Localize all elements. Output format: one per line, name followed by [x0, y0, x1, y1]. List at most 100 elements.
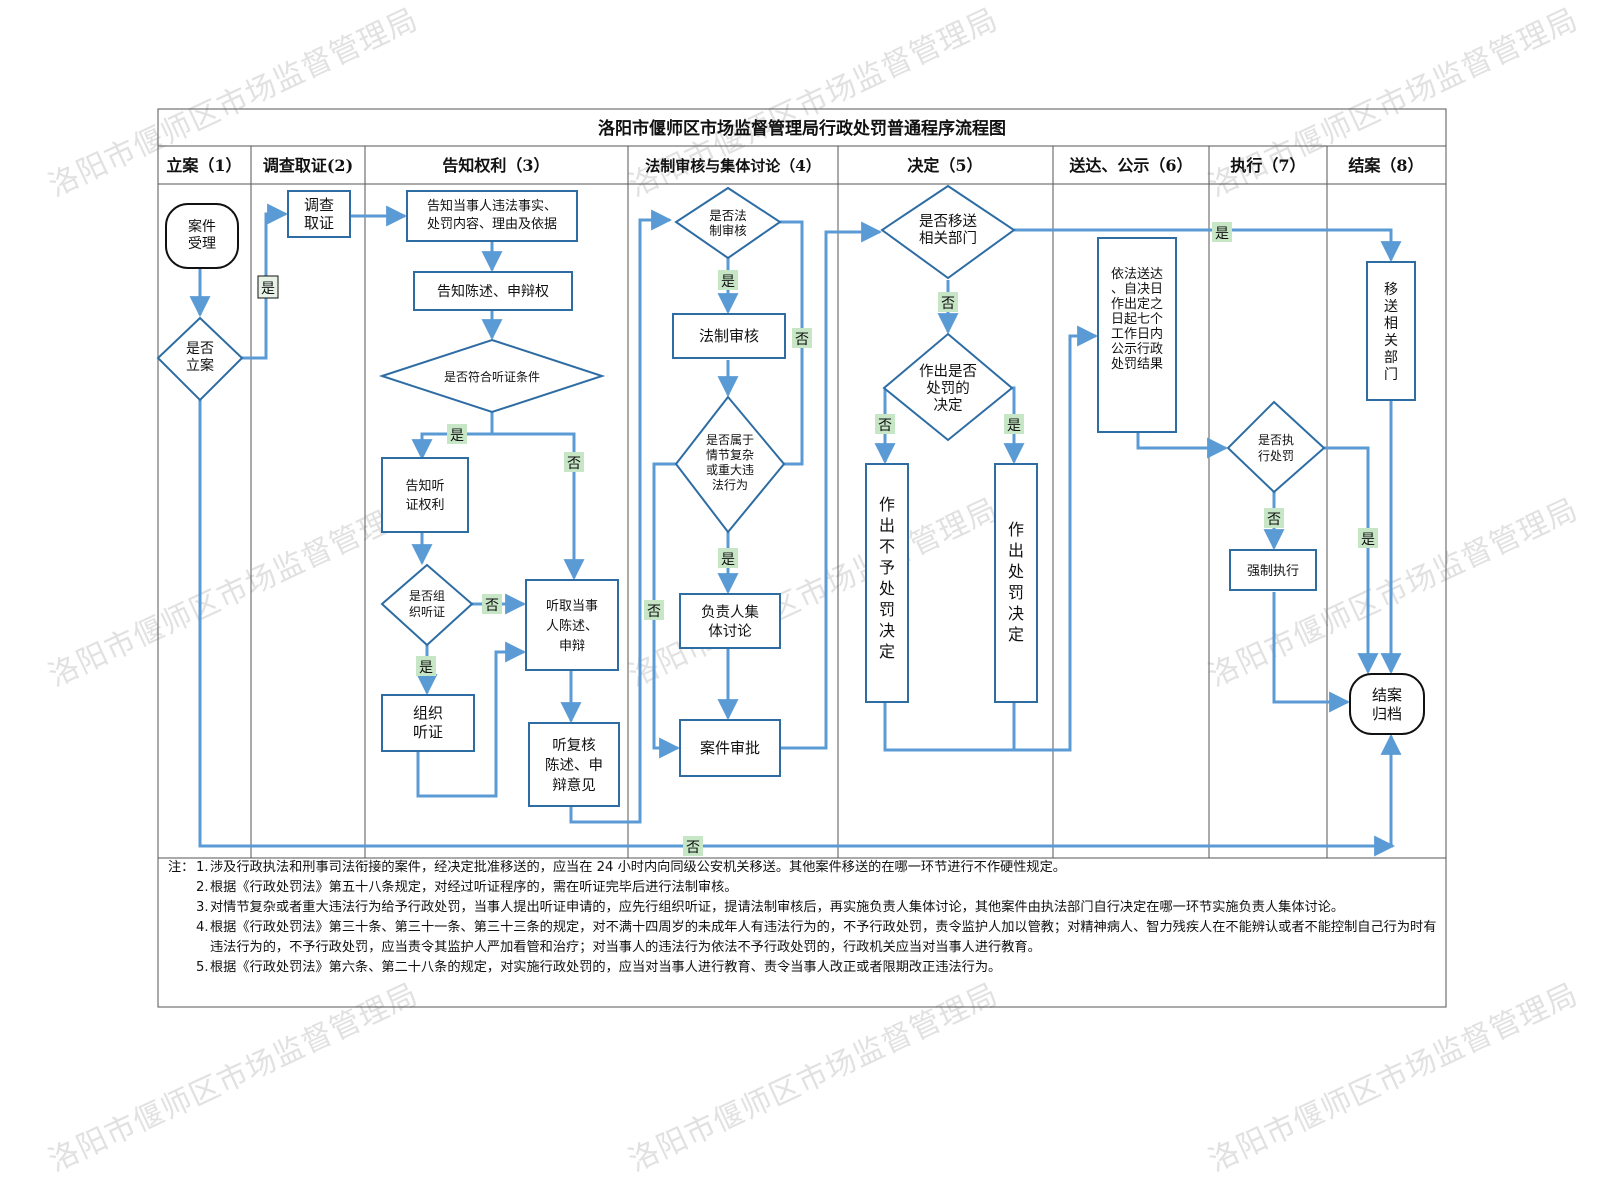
svg-text:否: 否	[686, 840, 700, 856]
svg-text:是: 是	[419, 660, 433, 676]
node-no-penalty: 作出不予处罚决定	[879, 495, 895, 661]
svg-text:否: 否	[567, 456, 581, 472]
node-penalty-decision: 作出处罚决定	[1008, 520, 1024, 644]
node-notify-defense-shape	[413, 271, 573, 311]
edge-label-legal-yes: 是	[718, 270, 738, 290]
edge-label-hearing-yes: 是	[447, 424, 467, 444]
column-header-register: 立案（1）	[166, 156, 241, 175]
node-organize-hearing-shape	[381, 694, 475, 752]
column-header-decision: 决定（5）	[907, 156, 982, 175]
node-notify-defense: 告知陈述、申辩权	[437, 283, 549, 300]
note-item: 4. 根据《行政处罚法》第三十条、第三十一条、第三十三条的规定，对不满十四周岁的…	[196, 920, 1437, 955]
node-review-statement-shape	[528, 722, 620, 807]
node-enforce-shape	[1229, 549, 1317, 591]
note-prefix: 注：	[168, 860, 195, 875]
node-execute-q-shape	[1226, 400, 1326, 494]
notes: 注： 1. 涉及行政执法和刑事司法衔接的案件，经决定批准移送的，应当在 24 小…	[168, 858, 1446, 978]
arrow-approval-to-transfer	[780, 221, 883, 750]
nodes	[156, 184, 1425, 807]
arrow-hearing-no	[492, 432, 585, 581]
arrow-transfer-yes	[1014, 228, 1402, 263]
column-header-deliver: 送达、公示（6）	[1068, 156, 1192, 175]
node-legal-q: 是否法制审核	[709, 208, 747, 238]
edge-label-penalty-yes: 是	[1004, 414, 1024, 434]
svg-text:是: 是	[721, 552, 735, 568]
svg-text:否: 否	[647, 604, 661, 620]
svg-text:是: 是	[1361, 532, 1375, 548]
edge-label-legal-no: 否	[792, 328, 812, 348]
node-discussion-shape	[679, 593, 781, 649]
edge-labels: 是 否 是 否 否 是 是 否 是 否 是 否 否 是 否 是	[257, 222, 1378, 856]
svg-text:是: 是	[261, 281, 275, 297]
node-complex-q-shape	[674, 395, 786, 534]
connectors	[189, 203, 1402, 857]
node-complex-q: 是否属于情节复杂或重大违法行为	[706, 433, 754, 492]
node-execute-q: 是否执行处罚	[1258, 433, 1294, 463]
column-headers: 立案（1） 调查取证(2) 告知权利（3） 法制审核与集体讨论（4） 决定（5）…	[166, 156, 1423, 175]
frame	[157, 108, 1447, 1008]
node-listen-statement-shape	[525, 579, 619, 671]
node-legal-q-shape	[674, 186, 782, 260]
edge-label-complex-yes: 是	[718, 548, 738, 568]
arrow-decisions-to-deliver	[883, 325, 1099, 752]
node-legal-review: 法制审核	[699, 327, 759, 345]
svg-text:否: 否	[485, 598, 499, 614]
node-labels: 案件受理 是否立案 调查取证 告知当事人违法事实、处罚内容、理由及依据 告知陈述…	[186, 196, 1402, 794]
svg-text:是: 是	[1007, 418, 1021, 434]
edge-label-register-yes: 是	[257, 275, 279, 299]
note-item: 3. 对情节复杂或者重大违法行为给予行政处罚，当事人提出听证申请的，应先行组织听…	[196, 900, 1345, 915]
edge-label-organize-no: 否	[482, 594, 502, 614]
chart-title: 洛阳市偃师区市场监督管理局行政处罚普通程序流程图	[598, 118, 1006, 139]
column-header-close: 结案（8）	[1347, 156, 1423, 175]
svg-text:否: 否	[878, 418, 892, 434]
flowchart: 洛阳市偃师区市场监督管理局行政处罚普通程序流程图 立案（1） 调查取证(2) 告…	[156, 108, 1447, 1008]
node-organize-hearing: 组织听证	[413, 704, 443, 741]
node-is-register: 是否立案	[186, 341, 214, 374]
arrow-register-no	[198, 400, 1396, 857]
edge-label-transfer-no: 否	[938, 292, 958, 312]
node-hearing-condition: 是否符合听证条件	[444, 369, 540, 384]
node-enforce: 强制执行	[1247, 564, 1299, 579]
node-deliver: 依法送达、自决日作出定之日起七个工作日内公示行政处罚结果	[1111, 267, 1163, 372]
edge-label-execute-yes: 是	[1358, 528, 1378, 548]
arrow-hearing-yes	[411, 432, 492, 461]
arrow-organize-back	[416, 641, 527, 798]
node-transfer-dept: 移送相关部门	[1384, 282, 1398, 383]
node-investigate-shape	[287, 190, 351, 238]
node-discussion: 负责人集体讨论	[701, 604, 759, 640]
node-penalty-q-shape	[882, 332, 1014, 442]
note-item: 注： 1. 涉及行政执法和刑事司法衔接的案件，经决定批准移送的，应当在 24 小…	[168, 858, 1446, 878]
node-no-penalty-shape	[865, 463, 909, 703]
column-header-review: 法制审核与集体讨论（4）	[645, 157, 820, 175]
node-deliver-shape	[1097, 237, 1177, 433]
svg-text:是: 是	[721, 274, 735, 290]
edge-label-execute-no: 否	[1264, 508, 1284, 528]
node-notify-facts: 告知当事人违法事实、处罚内容、理由及依据	[427, 198, 557, 232]
node-notify-facts-shape	[406, 190, 578, 242]
column-header-investigate: 调查取证(2)	[263, 156, 353, 175]
edge-label-register-no: 否	[683, 836, 703, 856]
edge-label-penalty-no: 否	[875, 414, 895, 434]
node-organize-q: 是否组织听证	[409, 589, 445, 619]
node-case-accept-shape	[165, 203, 239, 269]
node-hearing-condition-shape	[378, 338, 606, 414]
node-listen-statement: 听取当事人陈述、申辩	[546, 599, 598, 654]
node-legal-review-shape	[672, 313, 786, 359]
svg-text:是: 是	[1215, 226, 1229, 242]
node-transfer-q-shape	[880, 184, 1016, 280]
arrow-review-to-legal	[569, 209, 673, 824]
node-transfer-dept-shape	[1366, 261, 1416, 401]
edge-label-hearing-no: 否	[564, 452, 584, 472]
note-item: 2. 根据《行政处罚法》第五十八条规定，对经过听证程序的，需在听证完毕后进行法制…	[196, 880, 738, 895]
svg-text:否: 否	[1267, 512, 1281, 528]
node-close: 结案归档	[1372, 686, 1402, 723]
node-notify-hearing: 告知听证权利	[405, 478, 444, 513]
node-is-register-shape	[156, 316, 244, 402]
column-header-execute: 执行（7）	[1230, 156, 1305, 175]
edge-label-complex-no: 否	[644, 600, 664, 620]
node-close-shape	[1349, 673, 1425, 735]
column-header-notify: 告知权利（3）	[442, 156, 549, 175]
node-penalty-decision-shape	[994, 463, 1038, 703]
arrow-deliver-to-execute	[1136, 432, 1229, 459]
node-notify-hearing-shape	[381, 457, 469, 533]
